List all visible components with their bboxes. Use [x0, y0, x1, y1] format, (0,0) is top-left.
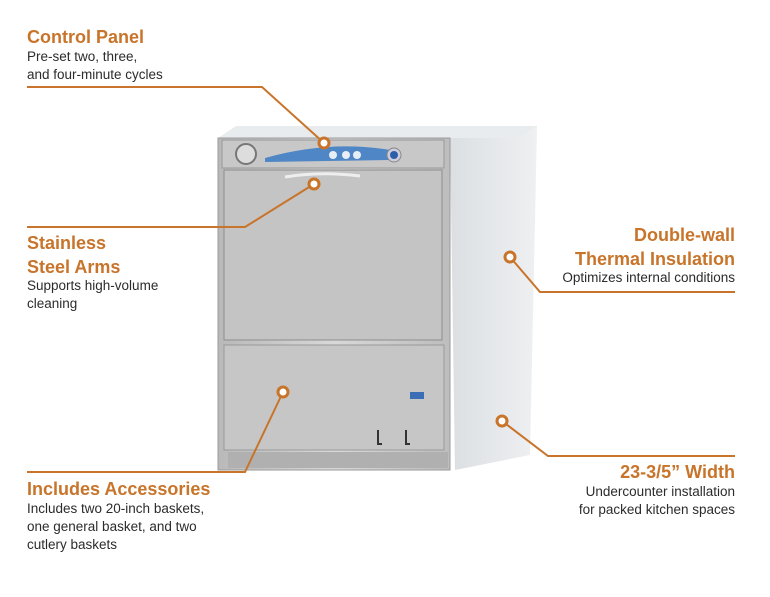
- chemical-pumps: [377, 430, 410, 445]
- stainless-title-2: Steel Arms: [27, 257, 121, 277]
- gauge-icon: [235, 143, 257, 165]
- accessories-desc-3: cutlery baskets: [27, 537, 118, 552]
- insulation-desc: Optimizes internal conditions: [562, 270, 735, 285]
- lower-panel: [223, 344, 445, 451]
- door-handle: [284, 172, 361, 179]
- label-sticker: [410, 392, 424, 399]
- control-panel-desc-1: Pre-set two, three,: [27, 49, 138, 64]
- width-desc-1: Undercounter installation: [585, 484, 735, 499]
- insulation-title-2: Thermal Insulation: [574, 249, 735, 269]
- callout-dots: [276, 136, 517, 428]
- door: [223, 169, 443, 341]
- accessories-title: Includes Accessories: [27, 479, 211, 499]
- cycle-button: [342, 151, 350, 159]
- stainless-title-1: Stainless: [27, 233, 107, 253]
- leader-lines: [27, 86, 735, 473]
- width-title: 23-3/5” Width: [620, 462, 735, 482]
- insulation-title-1: Double-wall: [633, 225, 735, 245]
- cycle-button: [329, 151, 337, 159]
- stainless-desc-2: cleaning: [27, 296, 78, 311]
- width-desc-2: for packed kitchen spaces: [578, 502, 735, 517]
- side-panel: [450, 126, 537, 470]
- control-panel-title: Control Panel: [27, 27, 145, 47]
- top-surface: [218, 126, 537, 138]
- control-panel-desc-2: and four-minute cycles: [27, 67, 163, 82]
- cycle-button: [353, 151, 361, 159]
- accessories-desc-1: Includes two 20-inch baskets,: [27, 501, 205, 516]
- stainless-desc-1: Supports high-volume: [27, 278, 159, 293]
- accessories-desc-2: one general basket, and two: [27, 519, 197, 534]
- base: [228, 452, 448, 468]
